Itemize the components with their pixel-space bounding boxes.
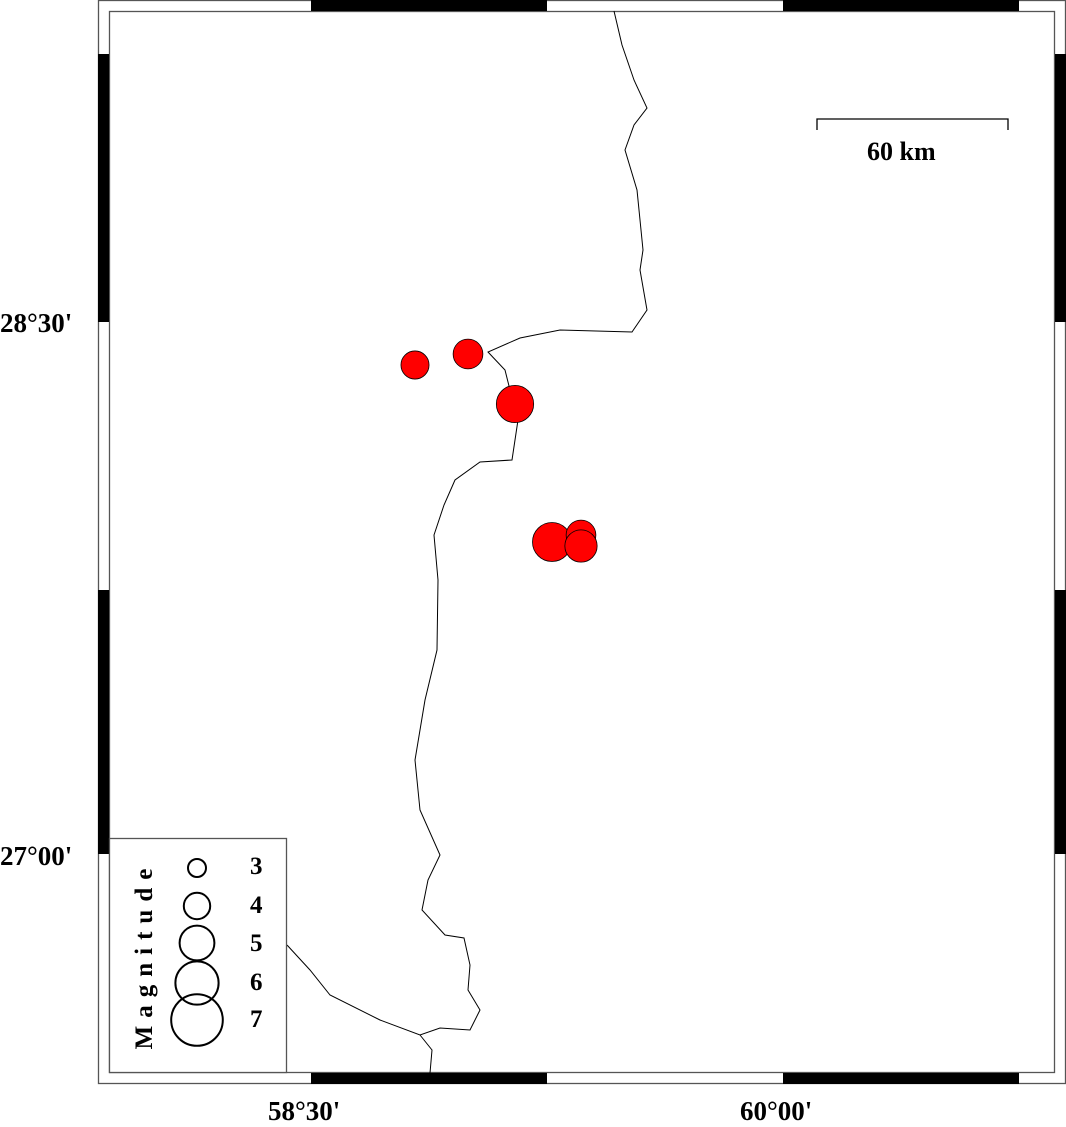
earthquake-event (564, 529, 598, 563)
legend-circle-7 (170, 993, 224, 1047)
lat-label-27-00: 27°00' (0, 841, 73, 871)
frame-ticks (98, 0, 1066, 1084)
legend-label-7: 7 (250, 1006, 263, 1033)
legend-circle-6 (174, 960, 220, 1006)
legend-label-3: 3 (250, 853, 263, 880)
scale-bar (816, 118, 1009, 130)
earthquake-events (400, 338, 598, 563)
earthquake-event (452, 338, 484, 370)
scale-bar-label: 60 km (867, 137, 936, 166)
lon-label-60-00: 60°00' (740, 1096, 813, 1126)
legend-circle-4 (182, 891, 212, 921)
legend-circles (170, 858, 224, 1047)
legend-label-4: 4 (250, 892, 263, 919)
lon-label-58-30: 58°30' (268, 1096, 341, 1126)
legend-label-6: 6 (250, 969, 263, 996)
legend-title: Magnitude (131, 860, 158, 1050)
lat-label-28-30: 28°30' (0, 308, 73, 338)
legend-circle-5 (178, 924, 216, 962)
legend-label-5: 5 (250, 930, 263, 957)
legend-circle-3 (187, 858, 207, 878)
earthquake-event (400, 350, 430, 380)
earthquake-event (495, 384, 535, 424)
coastline (286, 10, 648, 1036)
border-line (419, 1034, 433, 1074)
